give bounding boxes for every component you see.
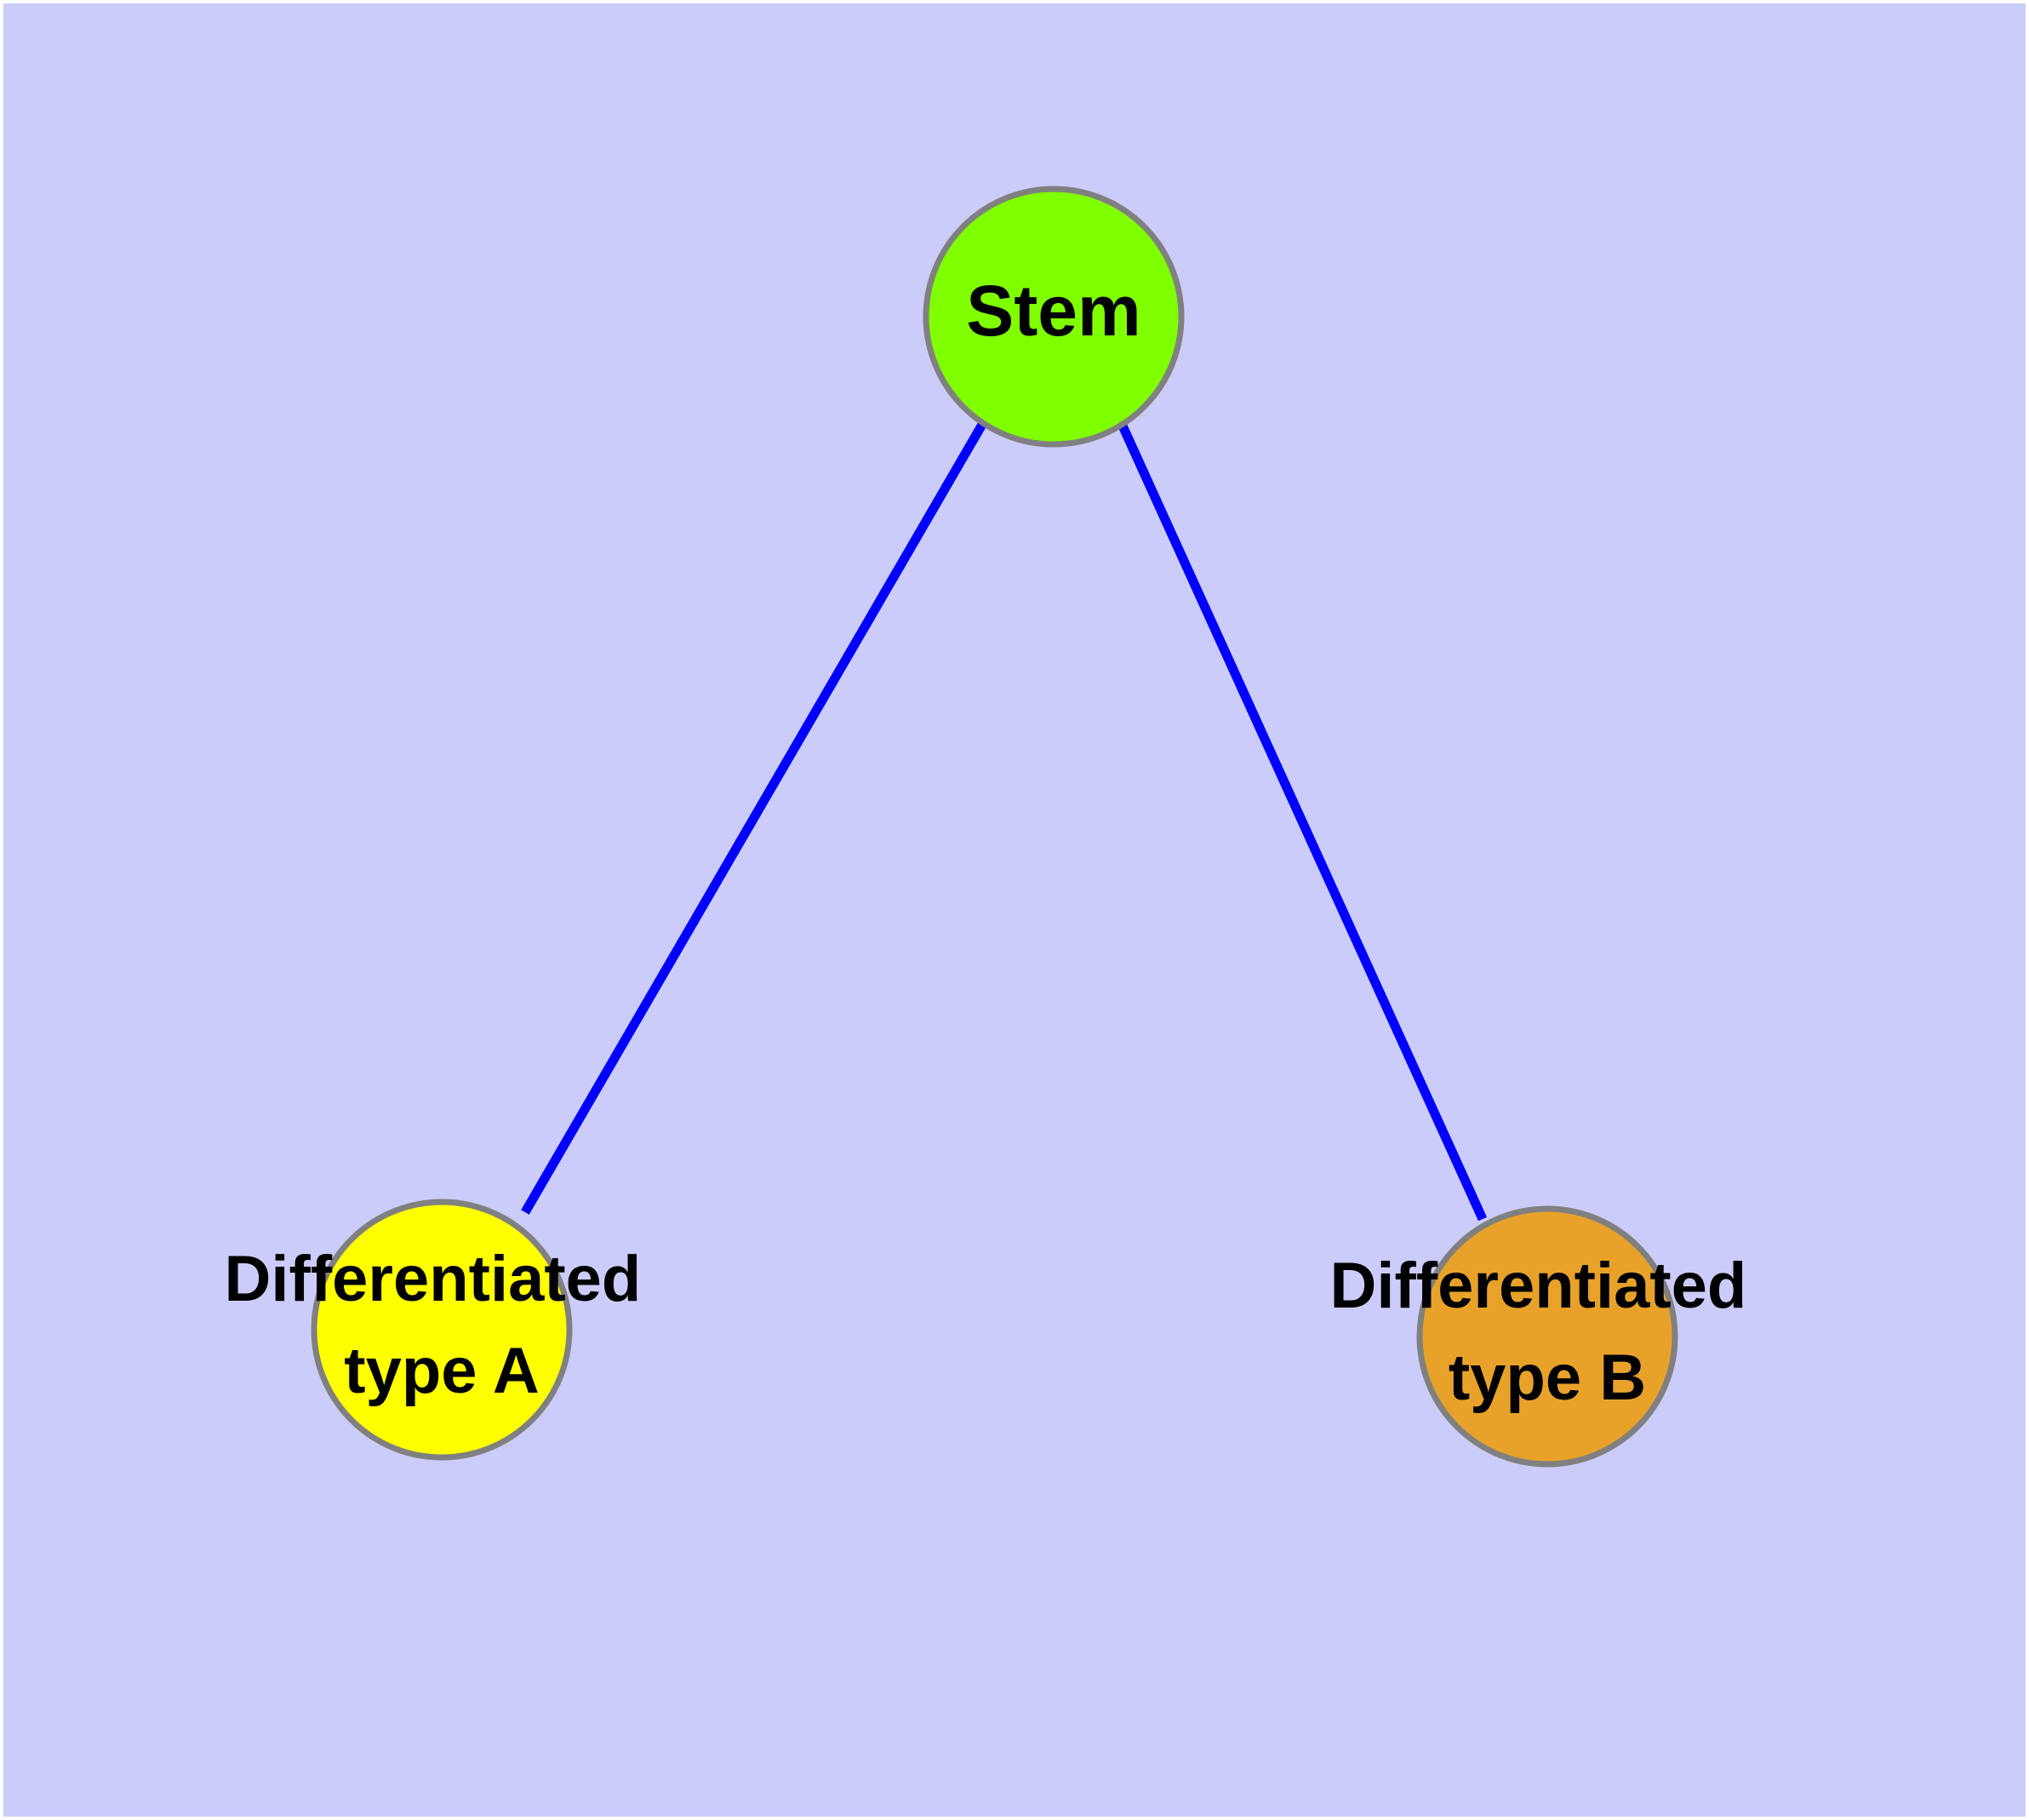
node-diff-a-label-line-1: Differentiated [225, 1243, 642, 1315]
edge-stem-to-diff-a[interactable] [521, 421, 987, 1215]
node-diff-b-label-line-2: type B [1449, 1342, 1646, 1414]
node-diff-a-label: Differentiated type A [225, 1243, 660, 1407]
edge-stem-to-diff-b[interactable] [1117, 421, 1488, 1222]
node-diff-a-label-line-2: type A [344, 1335, 539, 1407]
node-stem-label: Stem [966, 271, 1140, 351]
node-diff-b-circle[interactable] [1416, 1205, 1678, 1468]
nodes-layer: Stem Differentiated type A Differentiate… [225, 186, 1765, 1468]
node-diff-b[interactable]: Differentiated type B [1330, 1205, 1765, 1468]
edges-layer [521, 421, 1488, 1222]
node-diff-a-circle[interactable] [311, 1199, 573, 1461]
node-stem-label-line-1: Stem [966, 271, 1140, 351]
node-diff-b-label: Differentiated type B [1330, 1250, 1765, 1414]
node-stem[interactable]: Stem [923, 186, 1185, 448]
node-stem-circle[interactable] [923, 186, 1185, 448]
node-diff-b-label-line-1: Differentiated [1330, 1250, 1747, 1322]
node-diff-a[interactable]: Differentiated type A [225, 1199, 660, 1461]
